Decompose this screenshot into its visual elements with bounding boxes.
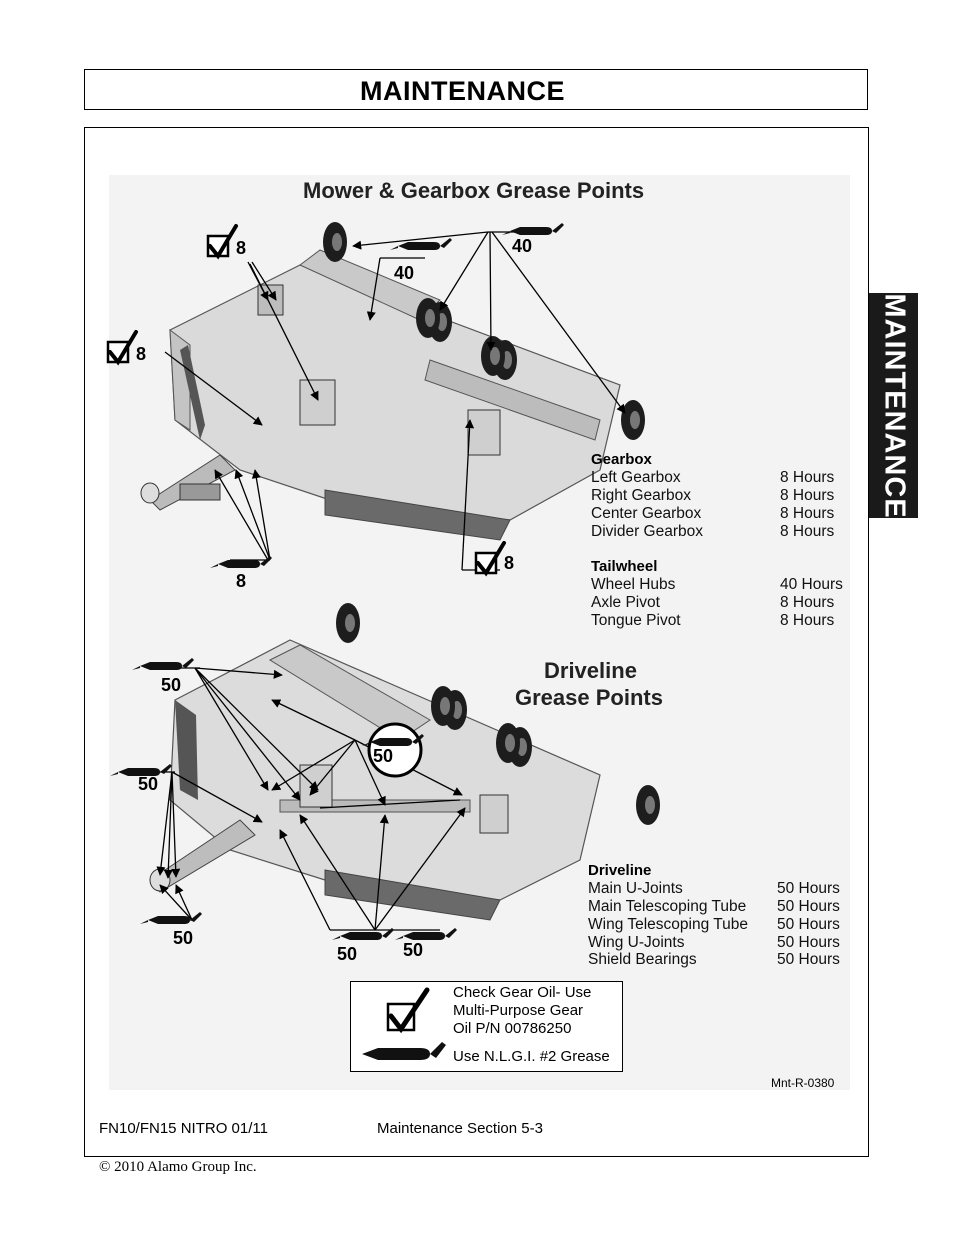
driveline-figure-title-line2: Grease Points bbox=[515, 685, 663, 710]
callout-driveline-bottom-center-b: 50 bbox=[403, 940, 424, 960]
driveline-heading: Driveline bbox=[588, 862, 652, 879]
driveline-figure-title-line1: Driveline bbox=[544, 658, 637, 683]
tailwheel-item-label: Wheel Hubs bbox=[591, 576, 676, 593]
callout-grease-top-right: 40 bbox=[512, 236, 533, 256]
driveline-item-label: Main U-Joints bbox=[588, 880, 683, 897]
gearbox-item-value: 8 Hours bbox=[780, 505, 835, 522]
callout-check-bottom: 8 bbox=[504, 553, 515, 573]
callout-driveline-mid-left: 50 bbox=[138, 774, 159, 794]
tailwheel-item-value: 8 Hours bbox=[780, 612, 835, 629]
driveline-item-value: 50 Hours bbox=[777, 916, 840, 933]
gearbox-item-label: Center Gearbox bbox=[591, 505, 702, 522]
tailwheel-item-label: Axle Pivot bbox=[591, 594, 660, 611]
gearbox-item-value: 8 Hours bbox=[780, 487, 835, 504]
circled-callout-ring bbox=[367, 722, 423, 778]
footer-copyright: © 2010 Alamo Group Inc. bbox=[99, 1159, 257, 1175]
driveline-item-value: 50 Hours bbox=[777, 880, 840, 897]
driveline-item-value: 50 Hours bbox=[777, 898, 840, 915]
gearbox-item-label: Divider Gearbox bbox=[591, 523, 703, 540]
section-side-tab: MAINTENANCE bbox=[869, 293, 918, 518]
callout-check-left: 8 bbox=[136, 344, 147, 364]
tailwheel-item-value: 40 Hours bbox=[780, 576, 843, 593]
gearbox-item-label: Left Gearbox bbox=[591, 469, 681, 486]
legend-check-line2: Multi-Purpose Gear bbox=[453, 1002, 584, 1019]
callout-driveline-circled: 50 bbox=[373, 746, 394, 766]
content-frame bbox=[84, 127, 869, 1157]
driveline-item-label: Wing Telescoping Tube bbox=[588, 916, 748, 933]
driveline-item-value: 50 Hours bbox=[777, 951, 840, 968]
header-box: MAINTENANCE bbox=[84, 69, 868, 110]
tailwheel-item-value: 8 Hours bbox=[780, 594, 835, 611]
gearbox-item-label: Right Gearbox bbox=[591, 487, 691, 504]
tailwheel-item-label: Tongue Pivot bbox=[591, 612, 681, 629]
mower-figure-title: Mower & Gearbox Grease Points bbox=[303, 178, 645, 203]
grease-gun-icon bbox=[362, 1042, 446, 1060]
callout-check-top: 8 bbox=[236, 238, 247, 258]
driveline-item-label: Shield Bearings bbox=[588, 951, 697, 968]
page-title: MAINTENANCE bbox=[360, 76, 565, 106]
legend-check-line3: Oil P/N 00786250 bbox=[453, 1020, 572, 1037]
tailwheel-heading: Tailwheel bbox=[591, 558, 658, 575]
callout-driveline-bottom-left: 50 bbox=[173, 928, 194, 948]
driveline-item-label: Main Telescoping Tube bbox=[588, 898, 747, 915]
footer-model: FN10/FN15 NITRO 01/11 bbox=[99, 1120, 268, 1137]
gearbox-item-value: 8 Hours bbox=[780, 523, 835, 540]
callout-driveline-bottom-center-a: 50 bbox=[337, 944, 358, 964]
gearbox-heading: Gearbox bbox=[591, 451, 652, 468]
figure-id: Mnt-R-0380 bbox=[771, 1076, 835, 1090]
legend-grease-text: Use N.L.G.I. #2 Grease bbox=[453, 1048, 610, 1065]
gearbox-item-value: 8 Hours bbox=[780, 469, 835, 486]
callout-grease-mid: 40 bbox=[394, 263, 415, 283]
legend-check-line1: Check Gear Oil- Use bbox=[453, 984, 592, 1001]
driveline-item-label: Wing U-Joints bbox=[588, 934, 685, 951]
mower-callout-arrows bbox=[164, 231, 626, 571]
driveline-item-value: 50 Hours bbox=[777, 934, 840, 951]
driveline-callout-arrows bbox=[156, 667, 466, 931]
callout-grease-left-bottom: 8 bbox=[236, 571, 247, 591]
callout-driveline-top-left: 50 bbox=[161, 675, 182, 695]
footer-section: Maintenance Section 5-3 bbox=[377, 1120, 543, 1137]
